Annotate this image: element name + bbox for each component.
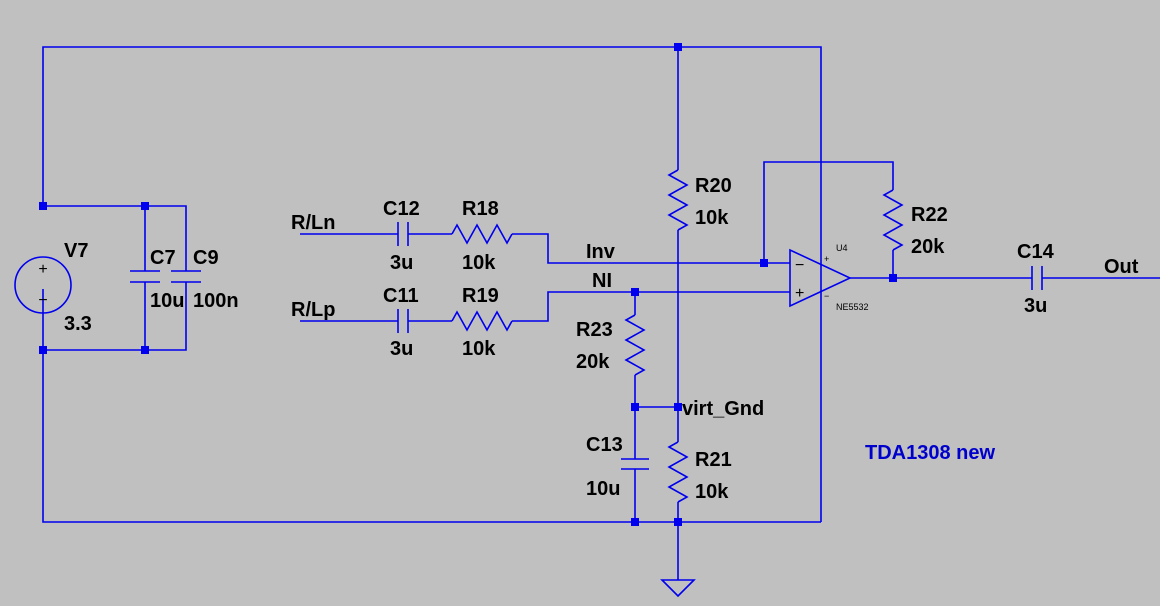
- u4-model: NE5532: [836, 302, 869, 312]
- r19-name: R19: [462, 285, 499, 307]
- c9-value: 100n: [193, 290, 239, 312]
- r18-name: R18: [462, 198, 499, 220]
- c12-name: C12: [383, 198, 420, 220]
- c11-value: 3u: [390, 338, 413, 360]
- c9-name: C9: [193, 247, 219, 269]
- c13-value: 10u: [586, 478, 620, 500]
- net-labels: R/Ln R/Lp Inv NI virt_Gnd Out: [291, 212, 1139, 420]
- v7-value: 3.3: [64, 313, 92, 335]
- r23-value: 20k: [576, 351, 610, 373]
- c7-name: C7: [150, 247, 176, 269]
- junction-dot: [631, 403, 639, 411]
- junction-dot: [631, 288, 639, 296]
- inverting-input-sign: −: [795, 257, 804, 274]
- junction-dot: [760, 259, 768, 267]
- junction-dot: [674, 43, 682, 51]
- r20-value: 10k: [695, 207, 729, 229]
- resistor-r20[interactable]: R20 10k: [667, 169, 732, 231]
- net-label-out: Out: [1104, 256, 1139, 278]
- c12-value: 3u: [390, 252, 413, 274]
- junction-dot: [39, 202, 47, 210]
- r22-name: R22: [911, 204, 948, 226]
- junction-dot: [674, 403, 682, 411]
- resistor-r21[interactable]: R21 10k: [667, 441, 732, 503]
- schematic-note: TDA1308 new: [865, 442, 995, 464]
- r19-value: 10k: [462, 338, 496, 360]
- v7-name: V7: [64, 240, 88, 262]
- voltage-source-v7[interactable]: + − V7 3.3: [14, 240, 92, 335]
- r23-name: R23: [576, 319, 613, 341]
- resistor-r23[interactable]: R23 20k: [576, 314, 646, 376]
- junction-dot: [674, 518, 682, 526]
- resistor-r22[interactable]: R22 20k: [882, 189, 948, 258]
- capacitor-c12[interactable]: C12 3u: [383, 198, 420, 274]
- junction-dot: [889, 274, 897, 282]
- opamp-u4[interactable]: − + + − U4 NE5532: [789, 243, 869, 312]
- junction-dots: [39, 43, 897, 526]
- voltage-source-symbol: [14, 256, 72, 314]
- junction-dot: [141, 202, 149, 210]
- resistor-r18[interactable]: R18 10k: [451, 198, 513, 274]
- junction-dot: [39, 346, 47, 354]
- opamp-triangle: [789, 248, 852, 308]
- junction-dot: [631, 518, 639, 526]
- junction-dot: [141, 346, 149, 354]
- noninverting-input-sign: +: [795, 285, 804, 302]
- net-label-inv: Inv: [586, 241, 616, 263]
- opamp-plus-supply-sign: +: [824, 254, 829, 264]
- c11-name: C11: [383, 285, 419, 307]
- ground-symbol: [660, 579, 696, 598]
- opamp-minus-supply-sign: −: [824, 291, 829, 301]
- u4-name: U4: [836, 243, 848, 253]
- capacitor-c11[interactable]: C11 3u: [383, 285, 419, 360]
- capacitor-c14[interactable]: C14 3u: [1017, 241, 1055, 317]
- wires: [42, 46, 1160, 580]
- c14-value: 3u: [1024, 295, 1047, 317]
- capacitor-c7[interactable]: C7 10u: [130, 247, 184, 312]
- c13-name: C13: [586, 434, 623, 456]
- c7-value: 10u: [150, 290, 184, 312]
- net-label-rln: R/Ln: [291, 212, 335, 234]
- r21-value: 10k: [695, 481, 729, 503]
- r20-name: R20: [695, 175, 732, 197]
- capacitor-c9[interactable]: C9 100n: [171, 247, 239, 312]
- r22-value: 20k: [911, 236, 945, 258]
- r21-name: R21: [695, 449, 732, 471]
- r18-value: 10k: [462, 252, 496, 274]
- c14-name: C14: [1017, 241, 1055, 263]
- net-label-virt-gnd: virt_Gnd: [682, 398, 764, 420]
- capacitor-c13[interactable]: C13 10u: [586, 434, 649, 500]
- minus-sign: −: [38, 292, 47, 309]
- resistor-r19[interactable]: R19 10k: [451, 285, 513, 360]
- plus-sign: +: [38, 261, 47, 278]
- net-label-rlp: R/Lp: [291, 299, 335, 321]
- net-label-ni: NI: [592, 270, 612, 292]
